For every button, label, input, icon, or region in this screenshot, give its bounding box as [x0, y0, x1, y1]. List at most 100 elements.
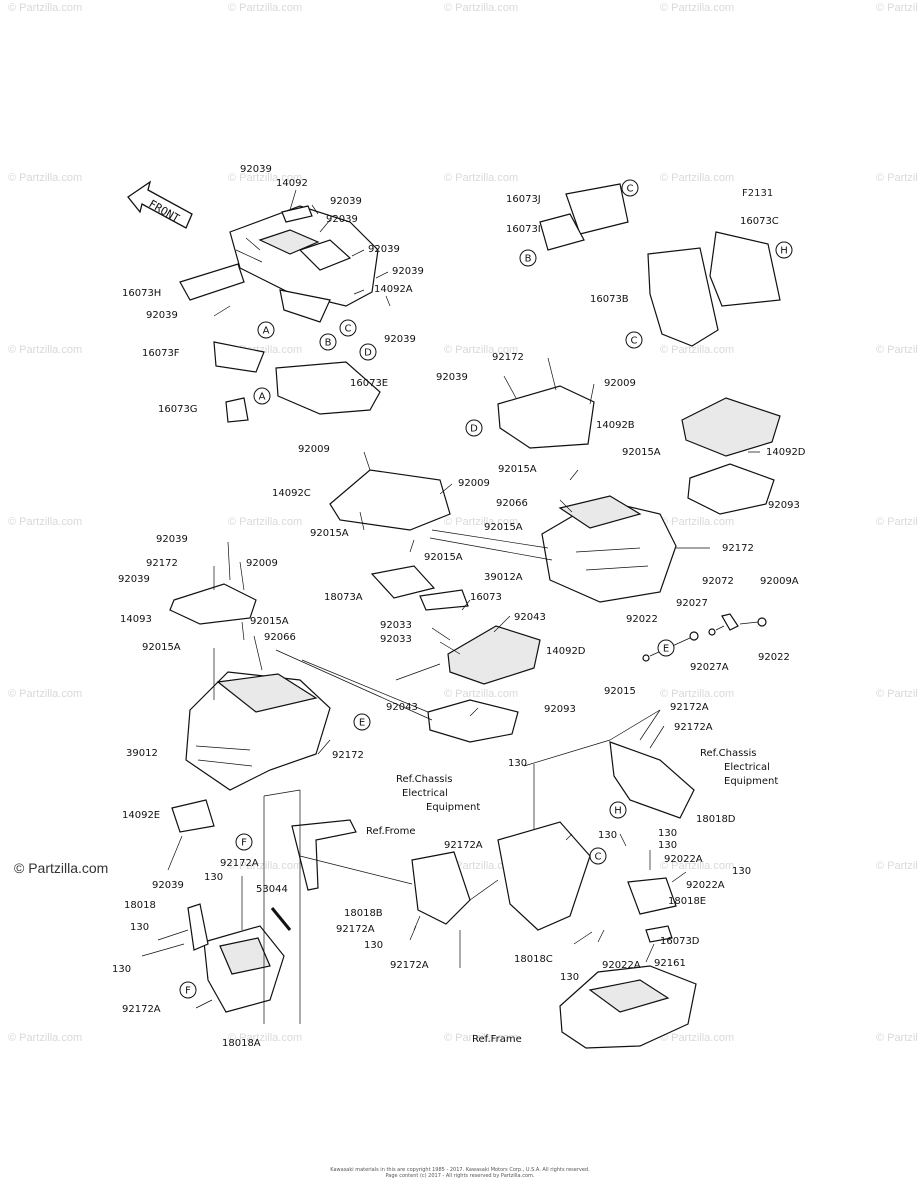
callout-letter-c9: C — [631, 336, 638, 347]
bracket-14092E-part — [171, 799, 215, 833]
part-label-l14: 16073J — [506, 194, 541, 205]
part-label-l81: 92172A — [444, 840, 483, 851]
part-label-l90: 130 — [732, 866, 751, 877]
callout-letter-c8: H — [780, 246, 788, 257]
part-label-l47: 92033 — [380, 634, 412, 645]
seal-92093-upper-part — [687, 463, 775, 515]
watermark-text: © Partzilla.com — [660, 516, 735, 528]
part-label-l31: 14092C — [272, 488, 311, 499]
cover-18018B-part — [411, 851, 471, 925]
watermark-text: © Partzilla.com — [228, 172, 303, 184]
watermark-text: © Partzilla.com — [228, 1032, 303, 1044]
copyright-notice: Kawasaki materials in this are copyright… — [280, 1167, 640, 1179]
callout-letter-c7: B — [525, 254, 532, 265]
part-label-l83: 92172A — [336, 924, 375, 935]
part-label-l95: 130 — [560, 972, 579, 983]
part-label-l30: 92009 — [298, 444, 330, 455]
frame-body-part — [559, 965, 697, 1049]
part-label-l98: Ref.Frame — [472, 1034, 522, 1045]
part-label-l60: 92172A — [670, 702, 709, 713]
bracket-14093-part — [169, 583, 257, 625]
part-label-l52: 92009A — [760, 576, 799, 587]
callout-letter-c12: E — [359, 718, 365, 729]
callout-c16: F — [179, 981, 197, 999]
panel-16073J-part — [565, 183, 629, 235]
part-label-l78: 130 — [112, 964, 131, 975]
ref-frame-bracket-part — [291, 819, 357, 891]
watermark-text: © Partzilla.com — [660, 860, 735, 872]
housing-39012-part — [185, 671, 331, 791]
part-label-l05: 92039 — [368, 244, 400, 255]
part-label-l48: 14092D — [546, 646, 586, 657]
watermark-text: © Partzilla.com — [444, 688, 519, 700]
part-label-l70: 14092E — [122, 810, 160, 821]
part-label-l61: 92172A — [674, 722, 713, 733]
part-label-l84: 130 — [364, 940, 383, 951]
pad-16073-part — [419, 589, 469, 611]
part-label-l27: 92015A — [484, 522, 523, 533]
callout-c15: F — [235, 833, 253, 851]
part-label-l44: 92015A — [142, 642, 181, 653]
callout-c11: E — [657, 639, 675, 657]
part-label-l08: 16073H — [122, 288, 161, 299]
part-label-l45: 92033 — [380, 620, 412, 631]
part-label-l57: 92015 — [604, 686, 636, 697]
watermark-text: © Partzilla.com — [876, 344, 917, 356]
part-label-l03: 92039 — [330, 196, 362, 207]
callout-c8: H — [775, 241, 793, 259]
cover-16073G-part — [225, 397, 249, 423]
brand-watermark: © Partzilla.com — [14, 860, 109, 876]
tray-14092D-lower-part — [447, 625, 541, 685]
callout-c12: E — [353, 713, 371, 731]
watermark-text: © Partzilla.com — [876, 172, 917, 184]
watermark-text: © Partzilla.com — [876, 688, 917, 700]
part-label-l25: 92066 — [496, 498, 528, 509]
part-label-l21: 14092B — [596, 420, 635, 431]
front-upper-cover-part — [229, 205, 379, 323]
part-label-l87: 130 — [658, 828, 677, 839]
callout-c10: D — [465, 419, 483, 437]
part-label-l19: 92039 — [436, 372, 468, 383]
part-label-l88: 130 — [658, 840, 677, 851]
part-label-l42: 92015A — [250, 616, 289, 627]
watermark-text: © Partzilla.com — [228, 2, 303, 14]
callout-letter-c16: F — [185, 986, 191, 997]
callout-c3: D — [359, 343, 377, 361]
part-label-l26: 92093 — [768, 500, 800, 511]
watermark-text: © Partzilla.com — [444, 1032, 519, 1044]
part-label-l85: 92172A — [390, 960, 429, 971]
part-label-l75: 53044 — [256, 884, 288, 895]
part-label-l74: 130 — [204, 872, 223, 883]
watermark-text: © Partzilla.com — [444, 516, 519, 528]
seal-92093-lower-part — [427, 699, 519, 743]
part-label-l43: 92066 — [264, 632, 296, 643]
watermark-text: © Partzilla.com — [660, 688, 735, 700]
part-label-l39: 92009 — [246, 558, 278, 569]
part-label-l80: 18018A — [222, 1038, 261, 1049]
callout-letter-c5: A — [259, 392, 266, 403]
part-label-l46: 92043 — [514, 612, 546, 623]
bracket-18018A-part — [203, 925, 285, 1013]
watermark-text: © Partzilla.com — [8, 688, 83, 700]
part-label-l72: 92039 — [152, 880, 184, 891]
callout-c1: A — [257, 321, 275, 339]
watermark-text: © Partzilla.com — [660, 344, 735, 356]
callout-c2: C — [339, 319, 357, 337]
bracket-14092C-part — [329, 469, 451, 531]
pad-16073D-part — [645, 925, 673, 943]
part-label-l10: 92039 — [384, 334, 416, 345]
watermark-text: © Partzilla.com — [660, 172, 735, 184]
part-label-l02: 14092 — [276, 178, 308, 189]
watermark-text: © Partzilla.com — [660, 2, 735, 14]
callout-c7: B — [519, 249, 537, 267]
callout-letter-c13: H — [614, 806, 622, 817]
part-label-l37: 92039 — [156, 534, 188, 545]
part-label-l76: 18018 — [124, 900, 156, 911]
watermark-text: © Partzilla.com — [228, 516, 303, 528]
part-label-l17: 16073B — [590, 294, 629, 305]
part-label-l33: 92015A — [310, 528, 349, 539]
part-label-l64: Equipment — [724, 776, 778, 787]
pad-18073A-part — [370, 565, 436, 599]
